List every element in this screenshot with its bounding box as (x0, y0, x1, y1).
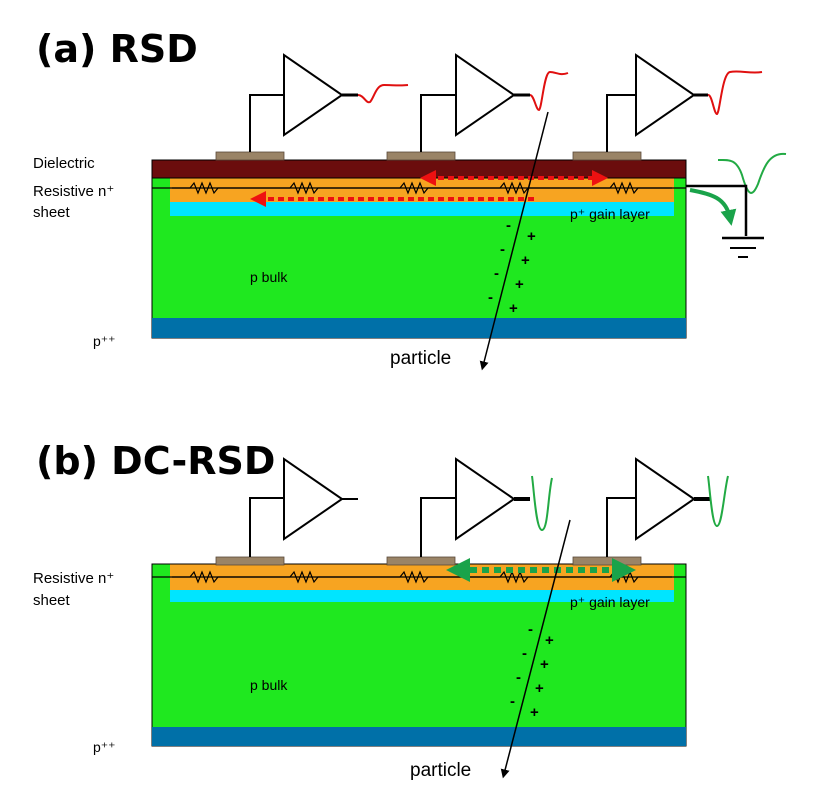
label-p-plus-plus: p⁺⁺ (93, 333, 116, 349)
plus-sign: + (527, 228, 536, 245)
panel-a: (a) RSD (33, 27, 787, 371)
plus-sign: + (530, 704, 539, 721)
pad-1 (215, 556, 285, 566)
plus-sign: + (521, 252, 530, 269)
resistor-zigzag-2 (236, 181, 380, 195)
label-p-plus-plus: p⁺⁺ (93, 739, 116, 755)
charges-a: - - - - + + + + (488, 217, 536, 317)
pad-2 (386, 556, 456, 566)
amplifier-3 (606, 53, 708, 152)
resistor-zigzag-5 (580, 181, 672, 195)
pad-3 (572, 556, 642, 566)
label-particle: particle (390, 348, 451, 369)
label-p-bulk: p bulk (250, 269, 288, 285)
amplifier-1 (249, 53, 358, 152)
minus-sign: - (516, 669, 521, 686)
signal-red-2 (529, 70, 569, 112)
pad-2 (386, 151, 456, 161)
amplifier-2 (420, 53, 530, 152)
ground-connection (686, 184, 764, 258)
charges-b: - - - - + + + + (510, 621, 554, 721)
minus-sign: - (506, 217, 511, 234)
minus-sign: - (488, 289, 493, 306)
label-gain-layer: p⁺ gain layer (570, 594, 650, 610)
resistor-zigzag-1 (172, 181, 236, 195)
plus-sign: + (540, 656, 549, 673)
pad-1 (215, 151, 285, 161)
panel-b: (b) DC-RSD (33, 439, 729, 781)
p-plus-plus-layer (152, 318, 686, 338)
amplifier-3 (606, 457, 710, 557)
label-dielectric: Dielectric (33, 155, 95, 172)
label-particle: particle (410, 760, 471, 781)
resistor-zigzag-3 (380, 570, 480, 584)
gain-layer (170, 202, 674, 216)
p-plus-plus-layer (152, 727, 686, 746)
amplifier-1 (249, 457, 358, 557)
resistor-zigzag-1 (172, 570, 236, 584)
amplifier-2 (420, 457, 530, 557)
minus-sign: - (500, 241, 505, 258)
panel-a-title: (a) RSD (36, 27, 198, 71)
resistor-zigzag-3 (380, 181, 480, 195)
label-resistive: Resistive n⁺ (33, 183, 114, 200)
label-p-bulk: p bulk (250, 677, 288, 693)
gain-layer (170, 590, 674, 602)
signal-red-1 (357, 83, 409, 104)
minus-sign: - (522, 645, 527, 662)
particle-track-b (500, 519, 571, 779)
minus-sign: - (494, 265, 499, 282)
pad-3 (572, 151, 642, 161)
plus-sign: + (535, 680, 544, 697)
particle-track-a (479, 111, 549, 371)
signal-green-2 (707, 475, 729, 528)
label-gain-layer: p⁺ gain layer (570, 206, 650, 222)
ground-current-arrow (689, 188, 737, 226)
panel-b-title: (b) DC-RSD (36, 439, 275, 483)
plus-sign: + (515, 276, 524, 293)
dielectric-layer (151, 159, 687, 179)
signal-green-1 (531, 475, 553, 532)
plus-sign: + (509, 300, 518, 317)
label-sheet: sheet (33, 592, 71, 609)
resistor-zigzag-2 (236, 570, 380, 584)
signal-red-3 (707, 70, 763, 116)
minus-sign: - (528, 621, 533, 638)
label-sheet: sheet (33, 204, 71, 221)
signal-green-ground (717, 152, 787, 194)
minus-sign: - (510, 693, 515, 710)
plus-sign: + (545, 632, 554, 649)
label-resistive: Resistive n⁺ (33, 570, 114, 587)
